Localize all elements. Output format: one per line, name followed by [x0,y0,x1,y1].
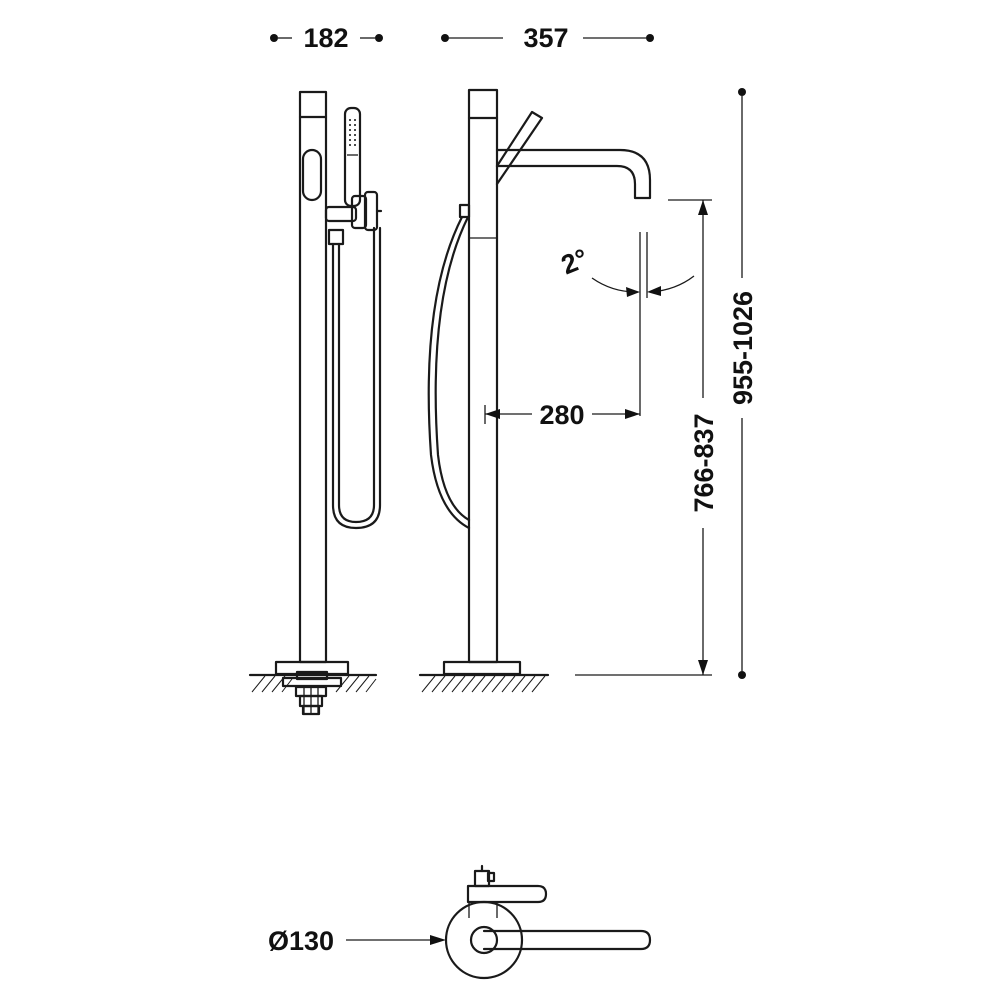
dimension-955-1026: 955-1026 [728,88,758,679]
hand-shower-nozzles [349,119,356,146]
dimension-766-837-label: 766-837 [689,413,719,512]
floor-hatch-left [251,675,377,693]
dimension-357: 357 [441,23,654,53]
plan-view [444,864,652,980]
dimension-182-label: 182 [303,23,348,53]
dimension-280: 280 [484,232,648,430]
floor-hatch-right [421,675,546,693]
dimension-angle: 2° [557,243,695,297]
front-view-mixer [248,90,383,716]
dimension-955-1026-label: 955-1026 [728,291,758,405]
side-view-mixer [418,88,652,693]
dimension-280-label: 280 [539,400,584,430]
dimension-182: 182 [270,23,383,53]
dimension-diameter-label: Ø130 [268,926,334,956]
dimension-angle-label: 2° [557,243,592,280]
dimension-diameter: Ø130 [268,926,446,956]
dimension-766-837: 766-837 [575,199,719,676]
dimension-357-label: 357 [523,23,568,53]
